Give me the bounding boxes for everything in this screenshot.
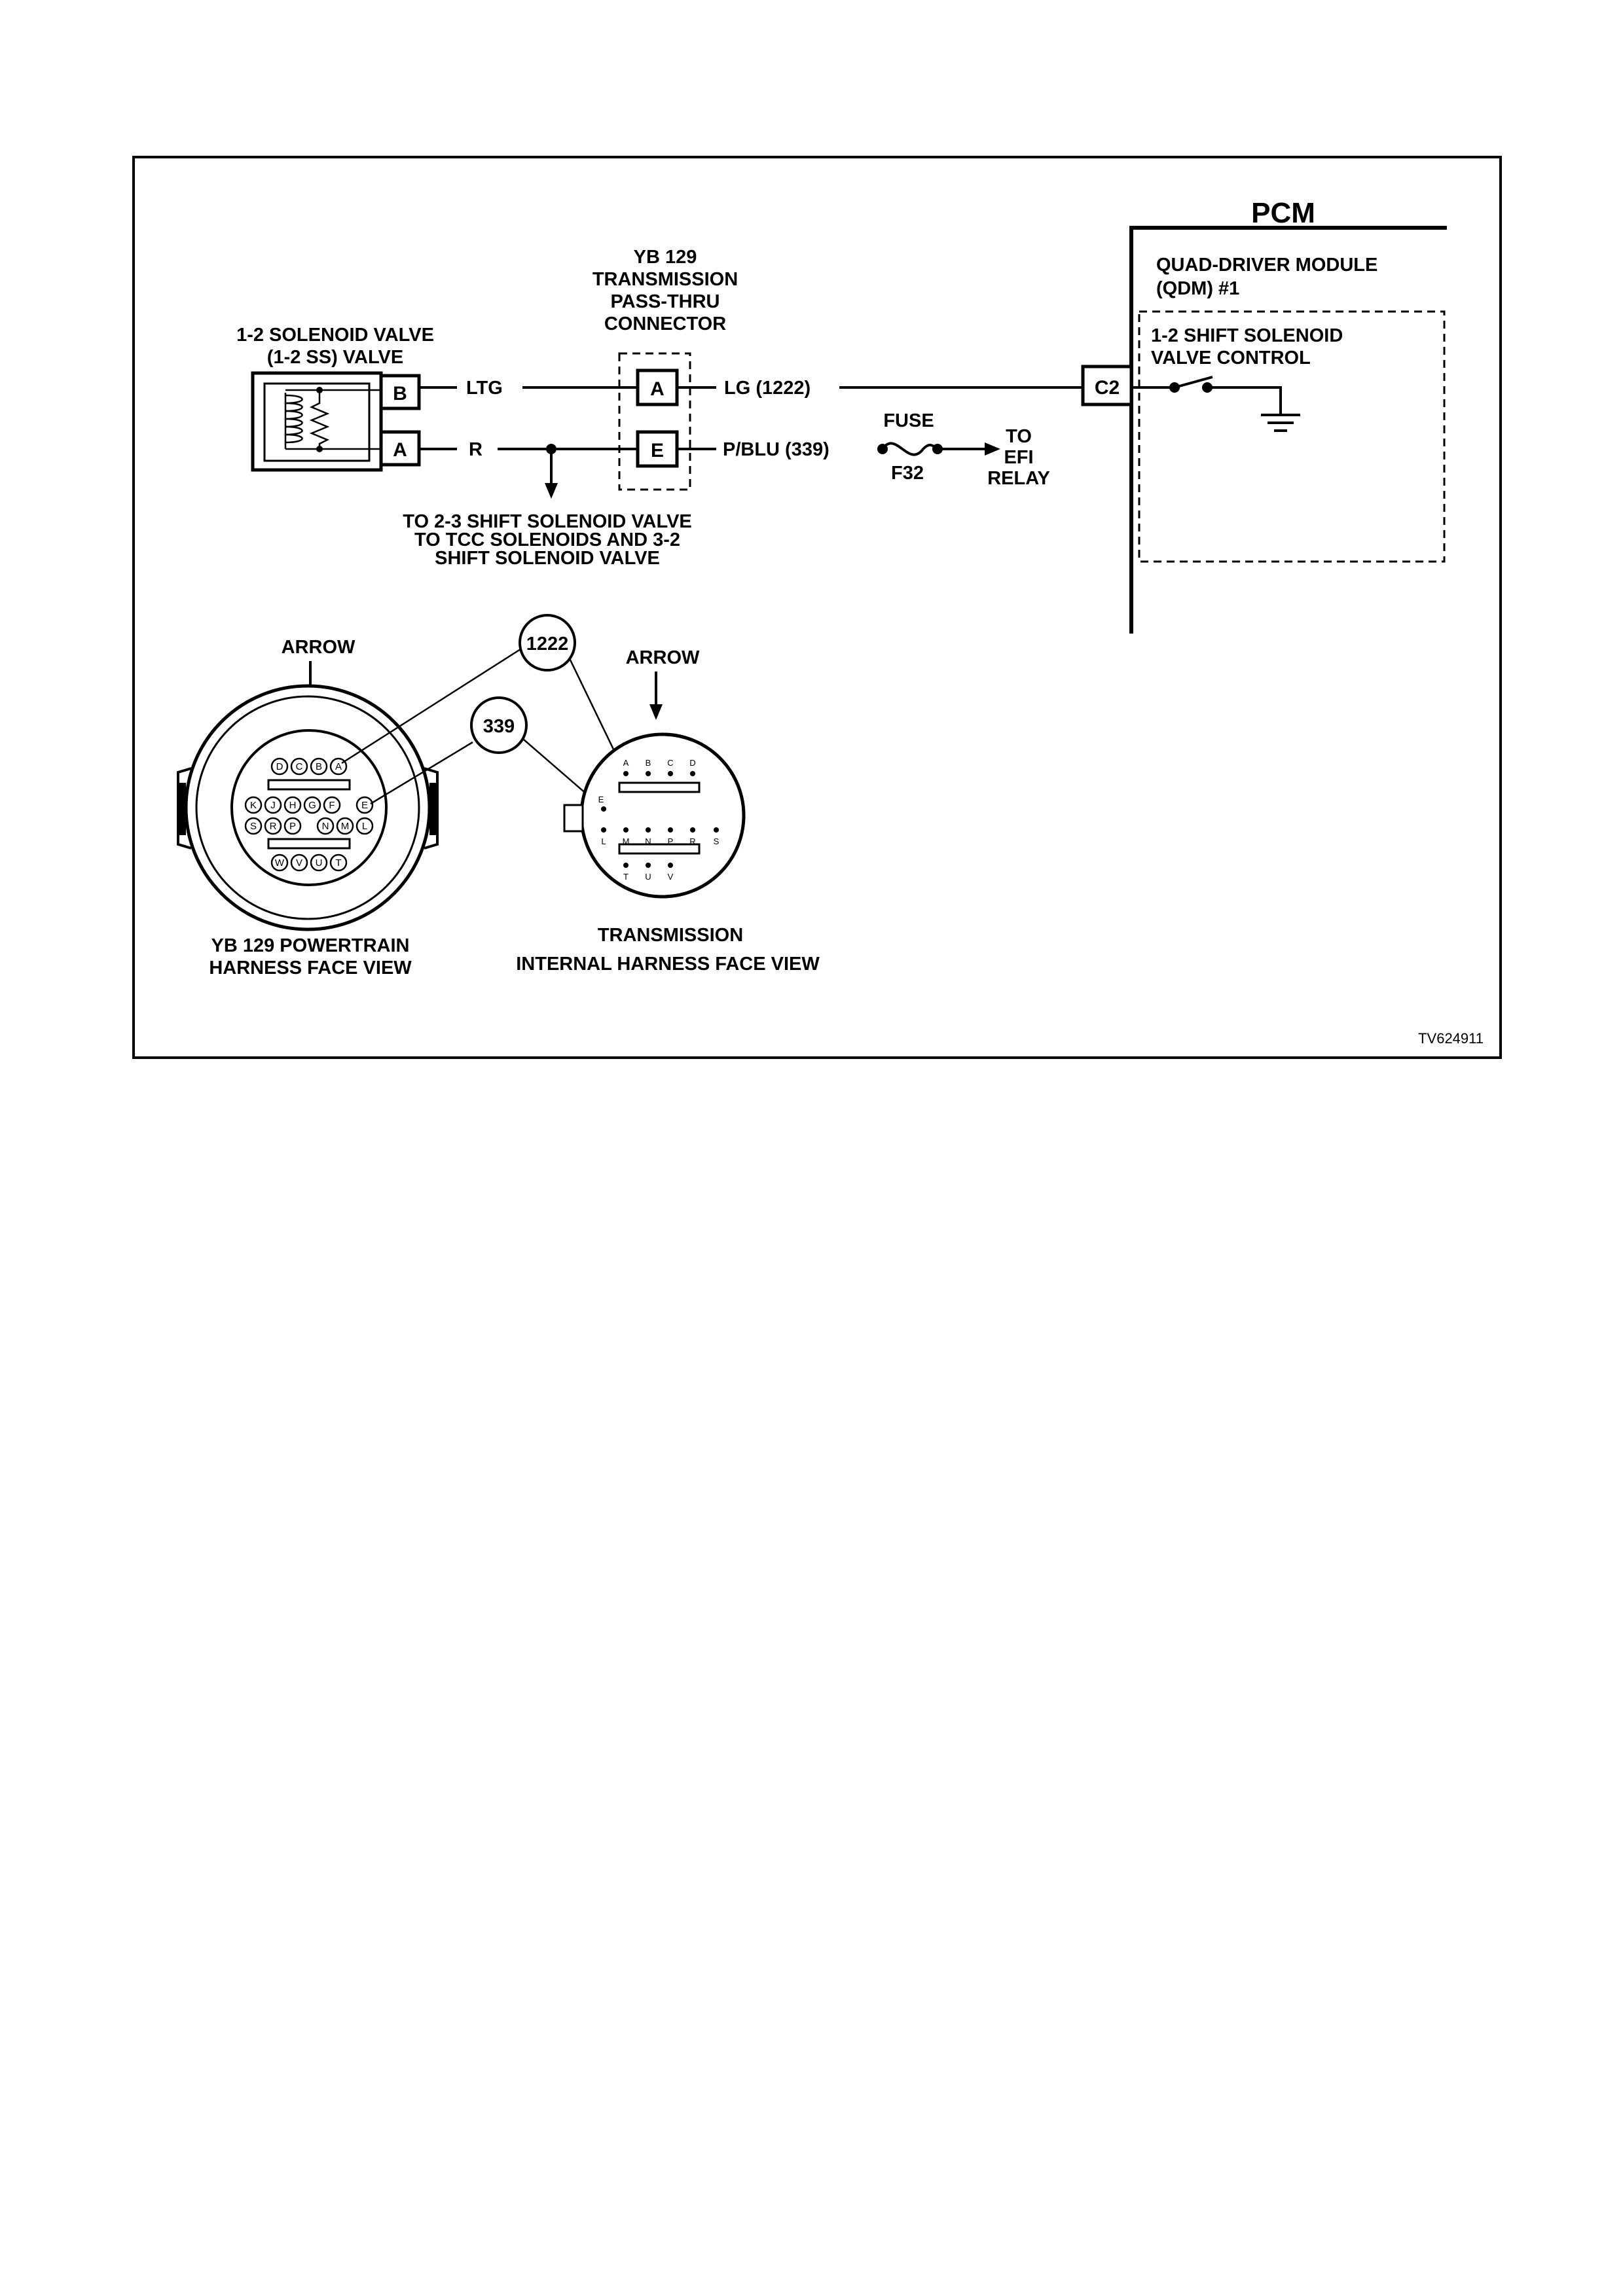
right-pin: R [689, 836, 695, 846]
control-label-2: VALVE CONTROL [1151, 348, 1311, 368]
pass-thru-pin-e [636, 430, 679, 468]
left-caption-1: YB 129 POWERTRAIN [211, 935, 410, 956]
fuse-id: F32 [891, 463, 924, 484]
wire-r-label: R [469, 439, 483, 460]
left-pin: M [341, 821, 350, 832]
pass-thru-pin-a [636, 368, 679, 406]
pass-thru-pin-a-label: A [650, 378, 665, 400]
pcm-title: PCM [1251, 197, 1315, 229]
right-arrow-icon [649, 704, 663, 720]
right-pin: U [645, 872, 651, 882]
branch-note-3: SHIFT SOLENOID VALVE [435, 548, 660, 569]
wire-lg-label: LG (1222) [724, 378, 811, 399]
control-label-1: 1-2 SHIFT SOLENOID [1151, 325, 1343, 346]
coil-symbol [284, 393, 303, 449]
fuse-f32: FUSE F32 TO EFI RELAY [877, 410, 1050, 489]
solenoid-label-1: 1-2 SOLENOID VALVE [236, 325, 434, 346]
solenoid-valve: 1-2 SOLENOID VALVE (1-2 SS) VALVE B A [236, 325, 434, 472]
branch-note-2: TO TCC SOLENOIDS AND 3-2 [414, 529, 680, 550]
right-pin: N [645, 836, 651, 846]
right-pin: L [601, 836, 606, 846]
ground-symbol [1261, 414, 1300, 432]
qdm-label-2: (QDM) #1 [1156, 278, 1239, 299]
left-pin: E [361, 800, 368, 811]
yb129-face-view: ARROW D C B A K J H G F E [177, 637, 439, 978]
efi-label-2: EFI [1004, 447, 1033, 468]
efi-label-1: TO [1006, 426, 1032, 447]
left-pin: J [270, 800, 276, 811]
left-pin: R [270, 821, 277, 832]
fuse-arrow [985, 442, 1000, 456]
left-caption-2: HARNESS FACE VIEW [209, 958, 412, 978]
callout-1222-label: 1222 [526, 634, 569, 655]
c2-label: C2 [1095, 377, 1120, 399]
right-pin: A [623, 758, 629, 768]
efi-label-3: RELAY [987, 468, 1050, 489]
terminal-b [379, 374, 421, 410]
left-pin: K [250, 800, 257, 811]
right-pin: D [689, 758, 695, 768]
figure-code: TV624911 [1418, 1030, 1484, 1047]
branch-arrow [545, 483, 558, 499]
pass-thru-label-3: PASS-THRU [610, 291, 720, 312]
qdm-dashed-box [1138, 310, 1446, 563]
right-pin: T [623, 872, 629, 882]
right-pin: M [623, 836, 630, 846]
left-pin: H [289, 800, 297, 811]
c2-connector [1081, 365, 1133, 406]
right-pin: B [646, 758, 651, 768]
right-pin: P [668, 836, 674, 846]
left-pin: W [275, 857, 285, 869]
left-pin: A [335, 761, 342, 772]
pass-thru-connector: YB 129 TRANSMISSION PASS-THRU CONNECTOR … [593, 247, 738, 491]
left-arrow-label: ARROW [282, 637, 356, 658]
right-caption-2: INTERNAL HARNESS FACE VIEW [516, 954, 820, 975]
left-pin: N [322, 821, 329, 832]
pass-thru-label-2: TRANSMISSION [593, 269, 738, 290]
wires: LTG LG (1222) R P/BLU (339) [419, 378, 1083, 499]
branch-note-1: TO 2-3 SHIFT SOLENOID VALVE [403, 511, 692, 532]
right-pin: C [667, 758, 673, 768]
left-pin: U [316, 857, 323, 869]
left-pin: S [250, 821, 257, 832]
right-caption-1: TRANSMISSION [598, 925, 743, 946]
right-arrow-label: ARROW [626, 647, 700, 668]
right-pin: V [668, 872, 674, 882]
resistor-symbol [309, 390, 330, 449]
fuse-label: FUSE [883, 410, 934, 431]
pass-thru-label-4: CONNECTOR [604, 314, 726, 334]
left-pin: F [329, 800, 335, 811]
left-pin: V [296, 857, 302, 869]
callout-1222 [519, 614, 576, 672]
callout-339-label: 339 [483, 716, 515, 737]
right-pin-e: E [598, 795, 604, 804]
left-pin: T [335, 857, 341, 869]
pass-thru-pin-e-label: E [651, 440, 664, 461]
left-pin: D [276, 761, 283, 772]
pcm-block: PCM QUAD-DRIVER MODULE (QDM) #1 1-2 SHIF… [1081, 197, 1447, 634]
left-pin: C [296, 761, 303, 772]
right-pin: S [714, 836, 720, 846]
qdm-label-1: QUAD-DRIVER MODULE [1156, 255, 1377, 276]
terminal-b-label: B [393, 383, 407, 404]
diagram-frame [132, 156, 1502, 1059]
left-pin: P [289, 821, 296, 832]
pass-thru-label-1: YB 129 [634, 247, 697, 268]
wire-ltg-label: LTG [466, 378, 503, 399]
callout-339 [470, 696, 528, 754]
left-pin: B [316, 761, 322, 772]
transmission-face-view: ARROW A B C D E L M N P R S T [516, 647, 820, 975]
left-pin: G [308, 800, 316, 811]
solenoid-label-2: (1-2 SS) VALVE [267, 347, 403, 368]
left-pin: L [362, 821, 367, 832]
wire-pblu-label: P/BLU (339) [723, 439, 830, 460]
terminal-a-label: A [393, 439, 407, 461]
switch-blade [1174, 376, 1213, 389]
